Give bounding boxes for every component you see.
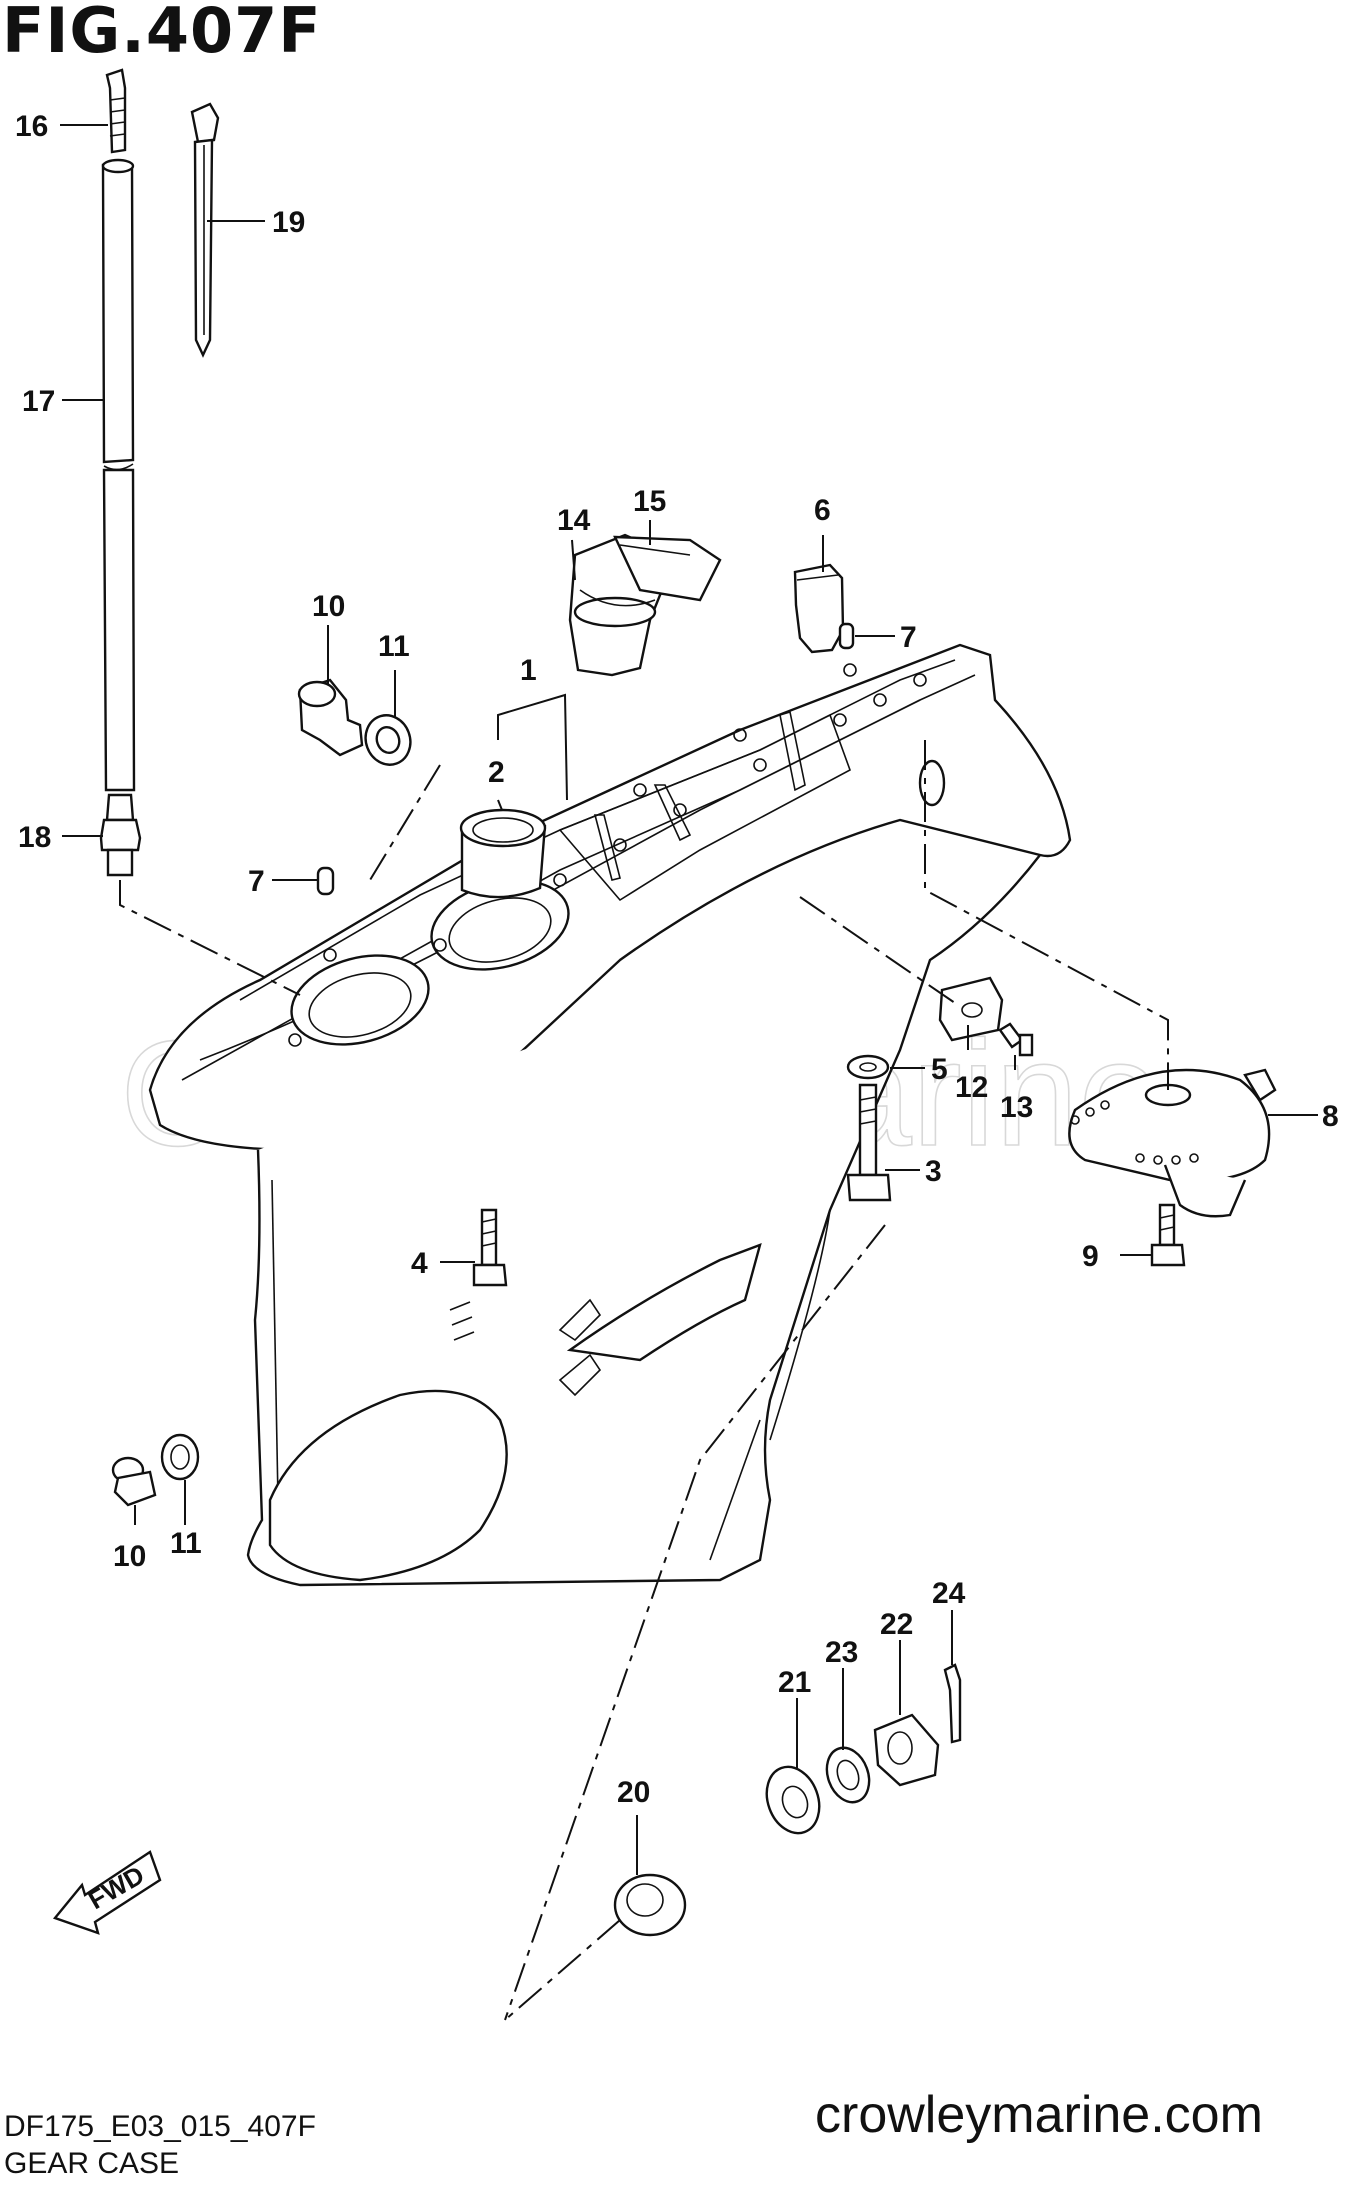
part-10-plug-upper	[297, 678, 364, 757]
part-21-washer	[765, 1765, 821, 1835]
callout-8: 8	[1322, 1100, 1339, 1133]
figure-title: FIG.407F	[2, 0, 322, 67]
part-22-nut	[873, 1713, 940, 1787]
part-24-cotter-pin	[943, 1663, 962, 1744]
part-7-pin-upper	[838, 622, 855, 650]
part-13-screw	[998, 1022, 1034, 1057]
callout-11-upper: 11	[378, 630, 410, 663]
callout-24: 24	[932, 1577, 966, 1610]
callout-1: 1	[520, 654, 537, 687]
callout-18: 18	[18, 821, 51, 854]
part-5-washer	[846, 1054, 890, 1080]
website-label: crowleymarine.com	[815, 2086, 1263, 2144]
part-2-bearing	[459, 808, 547, 899]
fwd-arrow-badge: FWD	[52, 1850, 162, 1935]
part-12-bracket	[938, 976, 1004, 1042]
part-16-fitting	[105, 68, 127, 154]
part-18-fitting	[99, 793, 142, 877]
callout-21: 21	[778, 1666, 811, 1699]
part-15-bracket	[613, 535, 722, 602]
callout-6: 6	[814, 494, 831, 527]
callout-13: 13	[1000, 1091, 1033, 1124]
part-11-washer-upper	[364, 714, 412, 766]
callout-15: 15	[633, 485, 666, 518]
callout-7-upper: 7	[900, 621, 917, 654]
part-19-cable-tie	[190, 102, 220, 358]
callout-5: 5	[931, 1053, 948, 1086]
callout-20: 20	[617, 1776, 650, 1809]
callout-2: 2	[488, 756, 505, 789]
callout-14: 14	[557, 504, 591, 537]
callout-4: 4	[411, 1247, 428, 1280]
part-20-seal	[613, 1873, 687, 1937]
callout-11-lower: 11	[170, 1527, 202, 1560]
part-4-bolt	[472, 1208, 508, 1287]
figure-code: DF175_E03_015_407F	[4, 2110, 316, 2143]
callout-3: 3	[925, 1155, 942, 1188]
part-3-bolt	[846, 1083, 892, 1202]
callout-22: 22	[880, 1608, 913, 1641]
callout-17: 17	[22, 385, 55, 418]
part-11-washer-lower	[160, 1433, 200, 1481]
part-6-cover	[793, 563, 845, 654]
part-9-bolt	[1150, 1203, 1186, 1267]
callout-19: 19	[272, 206, 305, 239]
part-8-trim-tab	[1068, 1068, 1277, 1218]
callout-16: 16	[15, 110, 48, 143]
figure-name: GEAR CASE	[4, 2147, 180, 2180]
callout-10-lower: 10	[113, 1540, 146, 1573]
callout-12: 12	[955, 1071, 988, 1104]
part-10-plug-lower	[111, 1456, 157, 1507]
part-23-washer	[825, 1746, 871, 1804]
callout-23: 23	[825, 1636, 858, 1669]
callout-9: 9	[1082, 1240, 1099, 1273]
callout-7-lower: 7	[248, 865, 265, 898]
leader-lines	[60, 124, 1318, 2021]
part-7-pin-lower	[316, 866, 335, 896]
part-17-tube	[101, 158, 136, 792]
part-1-gear-case	[148, 643, 1072, 1587]
callout-10-upper: 10	[312, 590, 345, 623]
callout-labels: 16 19 17 14 15 6 10 11 1 7 2 18 7 5 12 1…	[15, 110, 1339, 1809]
